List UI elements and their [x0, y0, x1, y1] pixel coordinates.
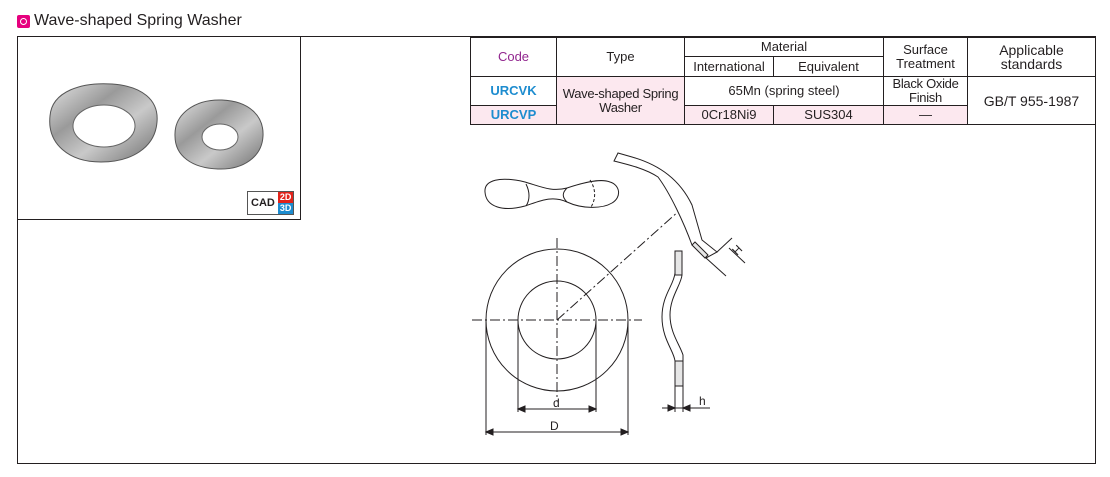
product-photo	[49, 83, 264, 170]
surface-cell-urcvk: Black Oxide Finish	[883, 76, 968, 106]
type-header: Type	[556, 37, 685, 77]
dimension-h-label: h	[699, 394, 706, 408]
dimension-d-label: d	[553, 396, 560, 410]
profile-view-wave	[661, 250, 710, 412]
type-cell: Wave-shaped Spring Washer	[556, 76, 685, 125]
specification-table: Code Type Material Surface Treatment App…	[470, 37, 1096, 125]
material-equivalent-cell-urcvp: SUS304	[773, 105, 884, 125]
dimension-H-label: H	[729, 242, 745, 258]
international-header: International	[684, 56, 774, 77]
standard-cell: GB/T 955-1987	[967, 76, 1096, 125]
section-header: Wave-shaped Spring Washer	[17, 11, 242, 31]
cad-3d-label: 3D	[277, 203, 294, 214]
equivalent-header: Equivalent	[773, 56, 884, 77]
small-washer-image	[174, 99, 264, 170]
surface-cell-urcvp: —	[883, 105, 968, 125]
cad-2d-label: 2D	[277, 192, 294, 203]
material-header: Material	[684, 37, 884, 57]
cad-badge[interactable]: CAD 2D 3D	[247, 191, 295, 215]
product-photo-panel	[17, 36, 301, 220]
content-frame	[17, 36, 1096, 464]
code-cell-urcvk: URCVK	[470, 76, 557, 106]
cad-label: CAD	[251, 197, 275, 209]
page-title: Wave-shaped Spring Washer	[34, 12, 242, 29]
front-view-washer	[472, 209, 681, 436]
code-cell-urcvp: URCVP	[470, 105, 557, 125]
surface-header-line1: Surface	[903, 42, 948, 57]
top-view-twisted-washer	[484, 178, 619, 209]
side-view-wave-section	[613, 152, 746, 277]
large-washer-image	[49, 83, 158, 163]
material-international-cell-urcvp: 0Cr18Ni9	[684, 105, 774, 125]
surface-treatment-header: Surface Treatment	[883, 37, 968, 77]
material-cell-urcvk: 65Mn (spring steel)	[684, 76, 884, 106]
technical-drawing: d D h H	[472, 152, 746, 436]
section-marker-icon	[17, 14, 30, 28]
surface-header-line2: Treatment	[896, 56, 955, 71]
standards-header: Applicable standards	[967, 37, 1096, 77]
code-header: Code	[470, 37, 557, 77]
dimension-D-label: D	[550, 419, 559, 433]
